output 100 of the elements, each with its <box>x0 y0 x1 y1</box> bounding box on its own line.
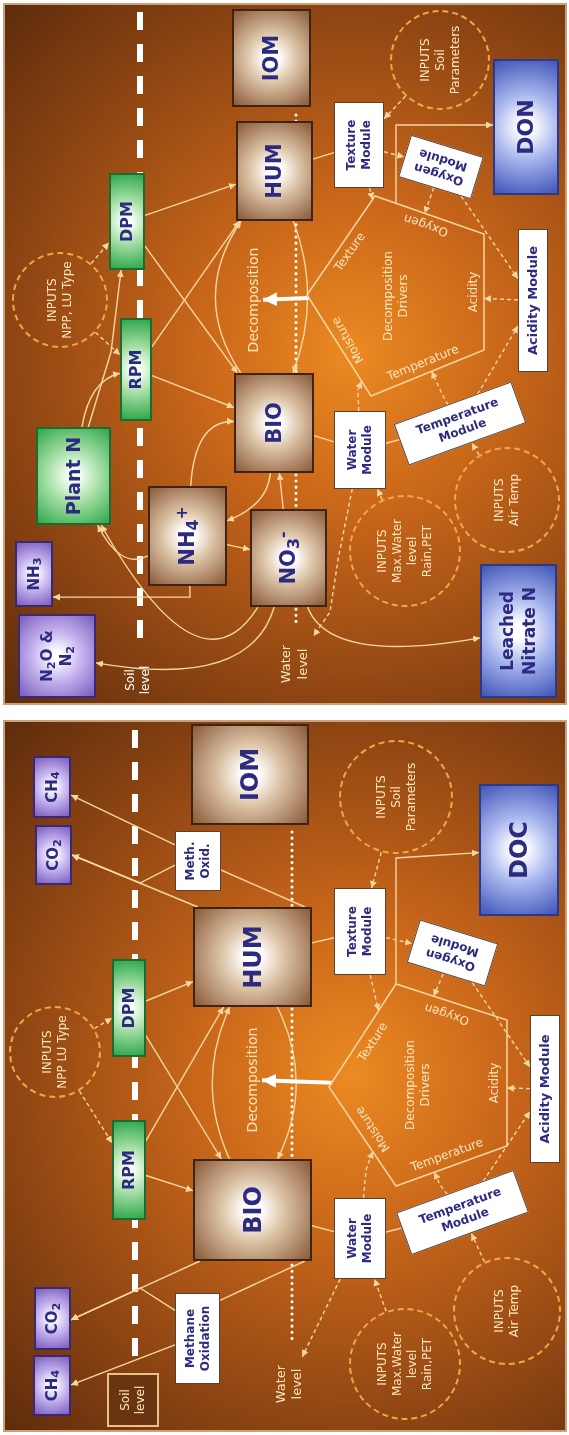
process-label: Decomposition <box>244 1010 262 1150</box>
node-label: Water Module <box>345 424 375 477</box>
node-label: DOC <box>504 821 534 879</box>
output-pool-box <box>480 564 557 698</box>
connector-line <box>311 937 335 944</box>
arrow <box>145 980 194 1002</box>
arrow <box>81 371 121 428</box>
dashed-arrow <box>376 488 384 501</box>
inputs-heading: INPUTS <box>375 1342 390 1386</box>
module-box <box>334 1198 386 1279</box>
node-label: RPM <box>126 349 146 390</box>
dashed-arrow <box>362 1150 374 1199</box>
pool-box <box>250 509 327 607</box>
arrow <box>151 220 241 348</box>
dashed-arrow <box>93 1017 113 1030</box>
gas-box <box>34 1287 71 1350</box>
pool-box <box>193 1159 312 1261</box>
dashed-arrow <box>78 1090 113 1144</box>
arrow <box>145 1035 222 1160</box>
arrow <box>144 245 239 374</box>
level-label: Water level <box>275 636 314 692</box>
dashed-arrow <box>355 380 363 412</box>
node-label: HUM <box>261 143 288 199</box>
plant-pool-box <box>112 1120 146 1220</box>
module-box <box>530 1015 560 1163</box>
pool-box <box>234 373 314 473</box>
connector-line <box>312 152 335 160</box>
node-label: IOM <box>235 747 265 802</box>
node-label: Texture Module <box>345 905 375 959</box>
arrow <box>70 1344 176 1386</box>
connector-line <box>219 1260 306 1301</box>
output-pool-box <box>493 59 559 195</box>
arrow <box>226 472 271 522</box>
dashed-arrow <box>301 1278 341 1358</box>
driver-label: Acidity <box>486 1062 502 1104</box>
node-label: Acidity Module <box>536 1034 553 1144</box>
dashed-arrow <box>367 187 375 201</box>
inputs-heading: INPUTS <box>40 1030 55 1074</box>
module-box <box>334 411 386 489</box>
plant-pool-box <box>36 427 111 525</box>
dashed-arrow <box>370 851 382 889</box>
dashed-arrow <box>433 1171 449 1196</box>
arrow <box>276 1006 297 1160</box>
node-label: Texture Module <box>344 118 374 173</box>
node-label: Plant N <box>61 436 85 516</box>
inputs-heading: INPUTS <box>492 1289 507 1333</box>
input-values: Soil Parameters <box>388 761 419 834</box>
arrow <box>292 220 309 374</box>
node-label: BIO <box>237 1186 268 1234</box>
gas-box <box>33 756 71 818</box>
arrow <box>71 854 176 884</box>
node-label: DPM <box>117 201 137 242</box>
module-box <box>175 831 221 891</box>
arrow <box>145 1174 194 1192</box>
input-values: NPP LU Type <box>55 1015 70 1089</box>
arrow <box>395 849 480 985</box>
dashed-arrow <box>90 241 110 265</box>
input-values: Air Temp <box>507 1284 522 1338</box>
connector-line <box>385 439 400 444</box>
level-label: Soil level <box>123 664 153 697</box>
arrow <box>95 606 275 671</box>
dashed-arrow <box>433 973 444 997</box>
inputs-heading: INPUTS <box>45 278 60 322</box>
arrow <box>52 585 191 601</box>
dashed-arrow <box>460 195 519 280</box>
input-values: NPP, LU Type <box>60 261 75 339</box>
output-pool-box <box>479 784 559 916</box>
inputs-heading: INPUTS <box>492 478 507 522</box>
dashed-arrow <box>423 187 435 214</box>
arrow <box>226 543 251 552</box>
arrow <box>211 1006 231 1160</box>
node-label: Acidity Module <box>524 246 541 355</box>
module-box <box>334 888 386 975</box>
connector-line <box>220 869 306 908</box>
arrow <box>214 220 242 374</box>
arrow <box>276 472 284 510</box>
arrow <box>395 121 494 204</box>
dashed-arrow <box>94 331 121 356</box>
dashed-arrow <box>383 95 407 120</box>
node-label: Methane Oxidation <box>182 1304 213 1374</box>
gas-box <box>18 614 96 698</box>
dashed-arrow <box>430 370 449 406</box>
module-box <box>175 1293 220 1384</box>
pool-box <box>191 724 309 825</box>
plant-pool-box <box>109 173 145 270</box>
flow-arrow <box>262 292 309 307</box>
drivers-label: Decomposition Drivers <box>380 250 411 343</box>
dashed-arrow <box>312 488 353 637</box>
node-label: Soil level <box>118 1384 148 1417</box>
dashed-arrow <box>383 151 405 159</box>
arrow <box>144 183 237 216</box>
module-box <box>334 102 384 188</box>
plant-pool-box <box>112 959 146 1057</box>
arrow <box>97 524 149 560</box>
dashed-arrow <box>506 1084 531 1092</box>
node-label: DON <box>512 99 540 155</box>
pool-box <box>236 121 313 221</box>
node-label: Leached Nitrate N <box>497 586 540 677</box>
inputs-heading: INPUTS <box>417 38 433 82</box>
inputs-heading: INPUTS <box>375 529 390 573</box>
